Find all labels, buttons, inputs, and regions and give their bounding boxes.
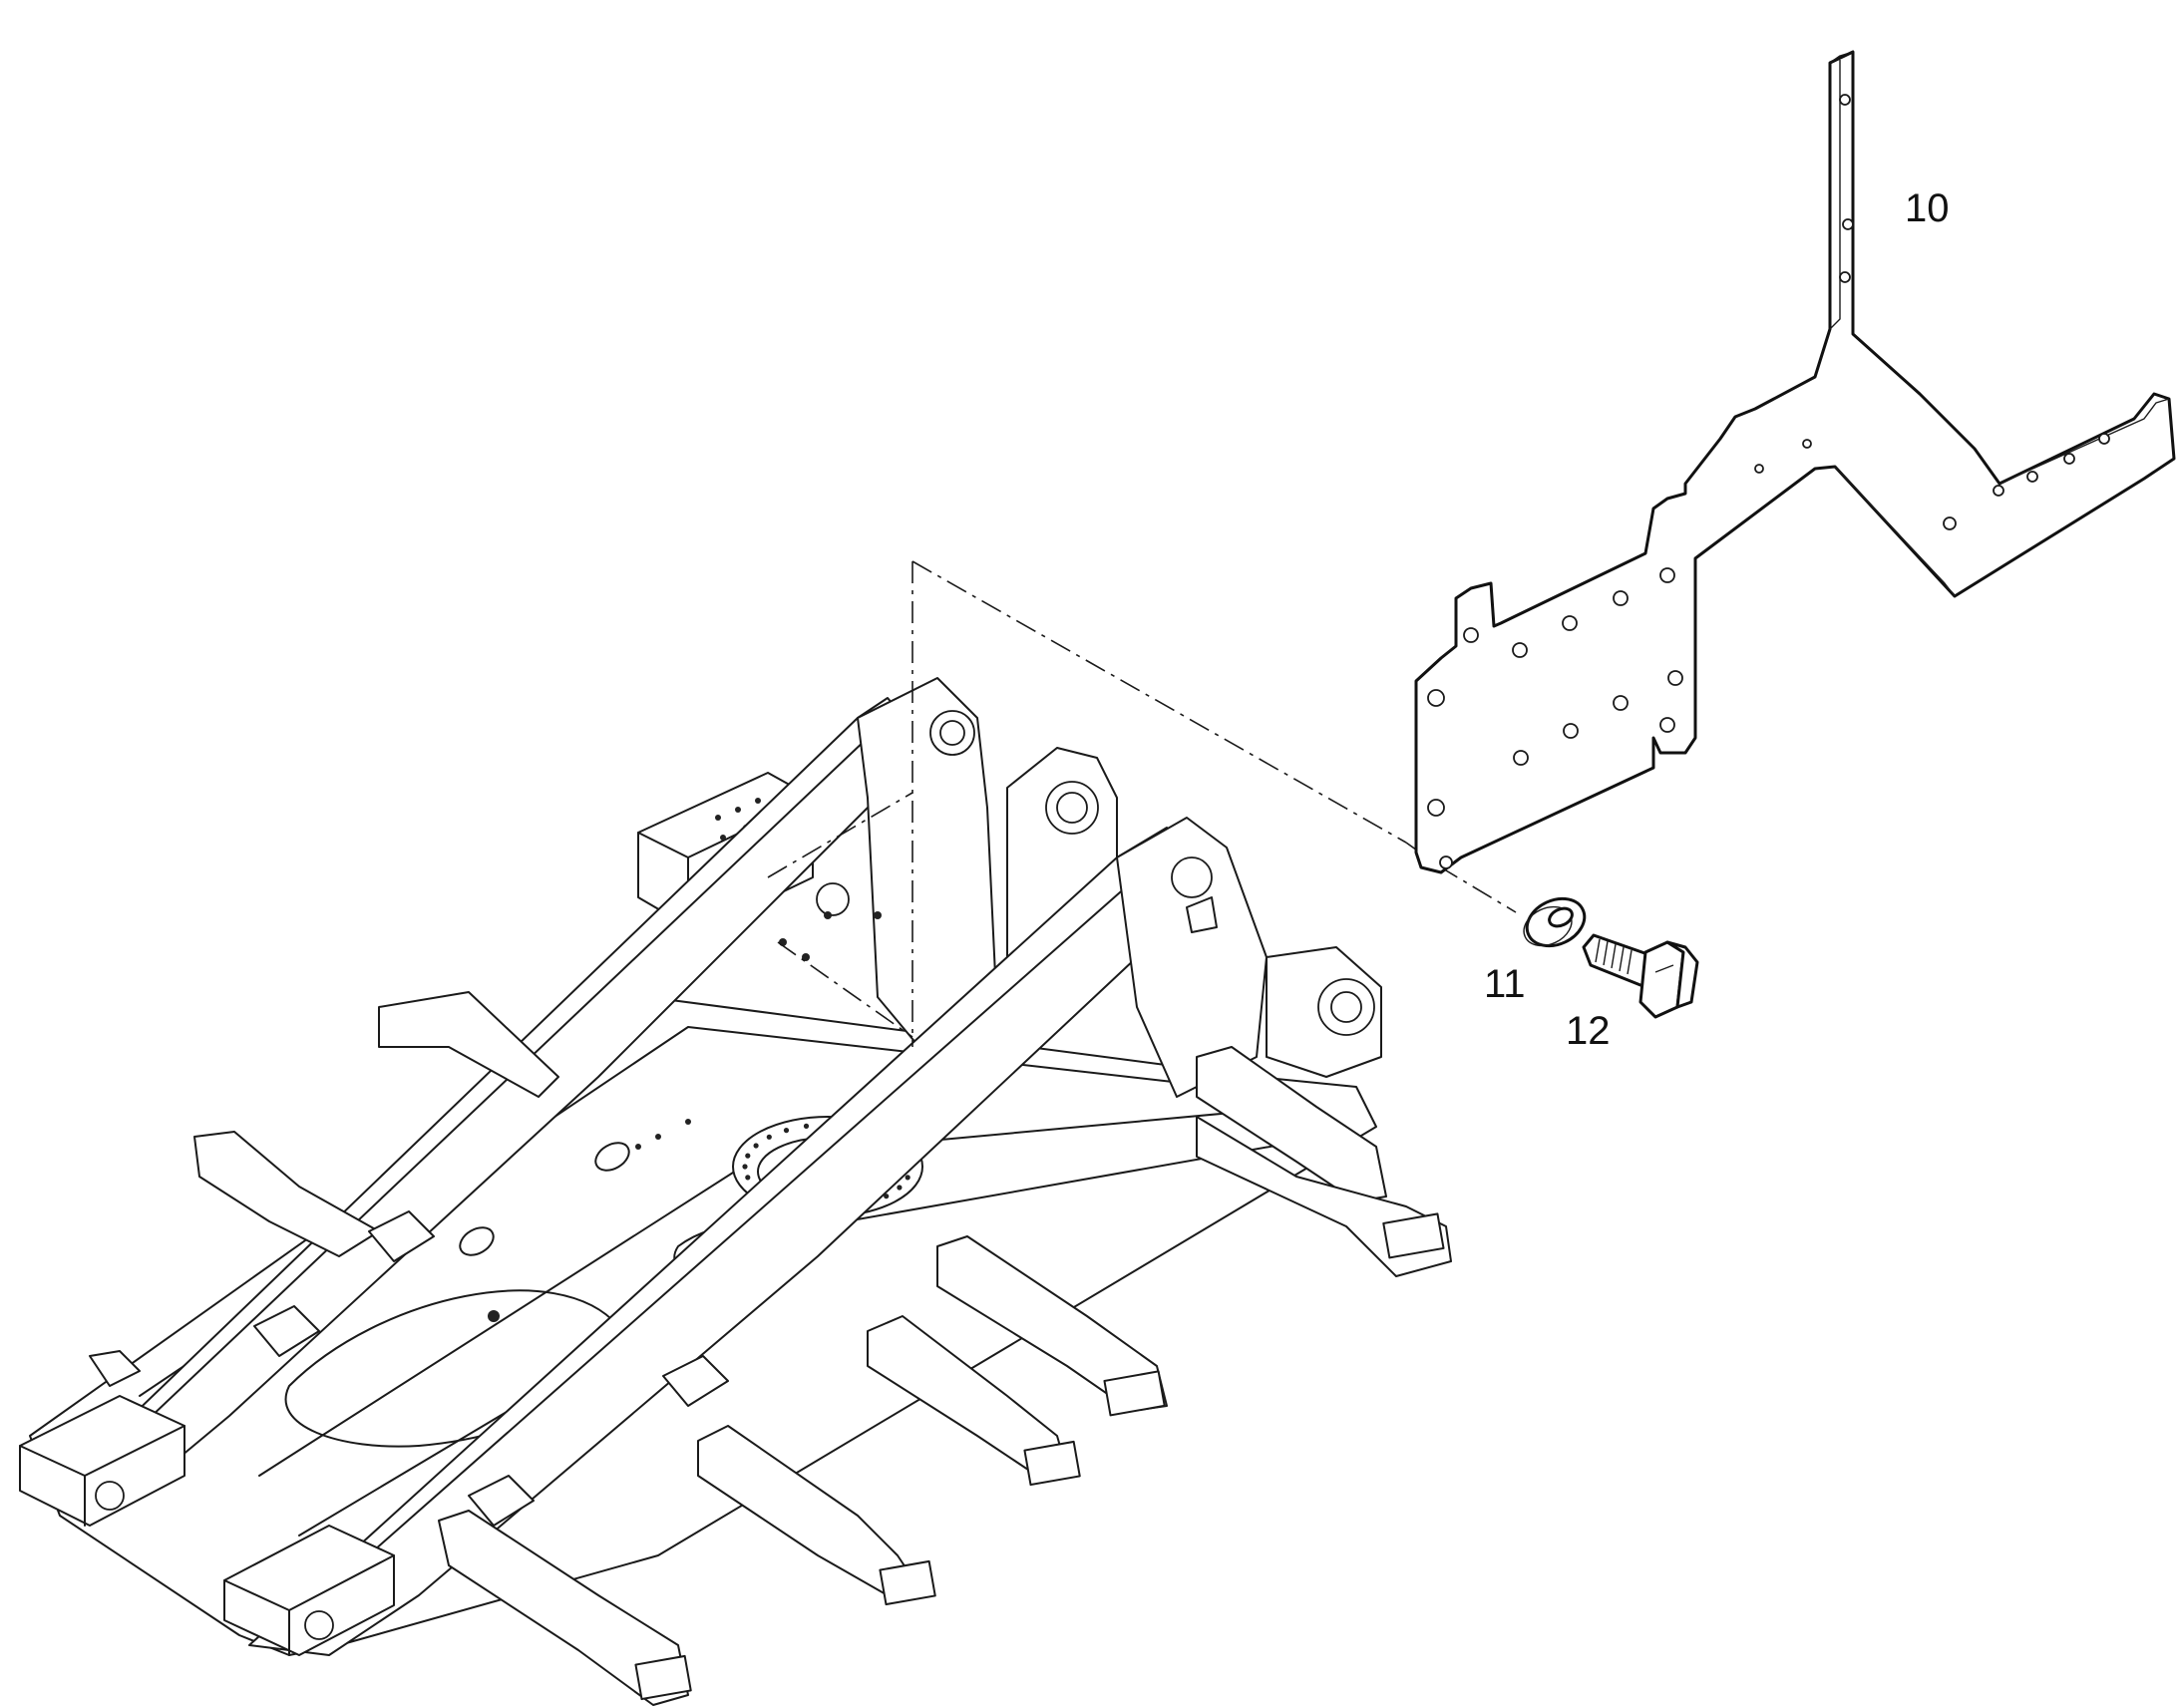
ring-bolt-hole [897,1185,903,1191]
ring-bolt-hole [753,1143,759,1149]
ring-bolt-hole [742,1164,748,1170]
chassis-frame [19,677,1452,1706]
ring-bolt-hole [745,1153,751,1159]
ring-bolt-hole [783,1128,790,1134]
washer [1523,896,1587,948]
callouts: 10 11 12 [1484,186,1950,1053]
ring-bolt-hole [745,1175,751,1181]
mounting-plate-holes [1427,94,2110,869]
ring-bolt-hole [905,1175,910,1181]
ring-bolt-hole [766,1134,772,1140]
ring-bolt-hole [803,1123,810,1129]
alignment-line [767,560,1517,1047]
hex-bolt [1582,933,1699,1019]
callout-10: 10 [1905,186,1950,230]
mounting-plate [1414,50,2176,874]
callout-11: 11 [1484,962,1526,1006]
ring-bolt-hole [884,1194,890,1199]
callout-12: 12 [1566,1009,1611,1053]
